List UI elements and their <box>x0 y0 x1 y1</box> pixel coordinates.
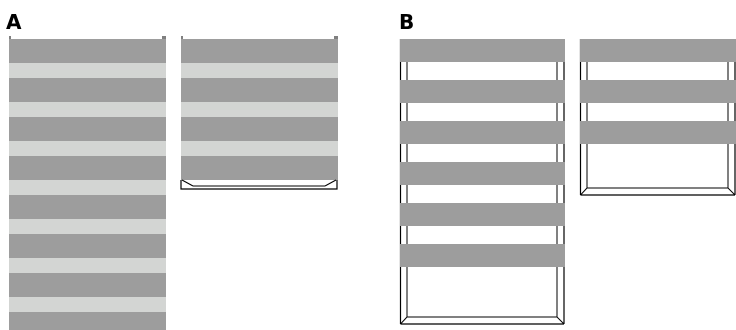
blind-a1-slat <box>9 117 166 141</box>
blind-a2-slat <box>181 156 338 180</box>
blind-a1-slat <box>9 273 166 297</box>
blind-b1-corner-right <box>556 316 565 325</box>
blind-b1-slat <box>400 162 565 185</box>
blind-b1-slat <box>400 203 565 226</box>
blind-a2-frame-bevel-right <box>324 179 337 187</box>
blind-b2-slat <box>580 80 736 103</box>
blind-b2-slat <box>580 39 736 62</box>
blind-b2-slat <box>580 121 736 144</box>
blind-a1-slat <box>9 234 166 258</box>
blind-b1-slat <box>400 244 565 267</box>
blind-a1-slat <box>9 195 166 219</box>
blind-b1-slat <box>400 39 565 62</box>
panel-label-a: A <box>6 10 22 34</box>
blind-a1-slat <box>9 156 166 180</box>
blind-b1-corner-left <box>400 316 408 325</box>
blind-a1-slat <box>9 312 166 330</box>
panel-label-b: B <box>399 10 415 34</box>
blind-b1-slat <box>400 80 565 103</box>
blind-a2-slat <box>181 39 338 63</box>
blind-b2-corner-left <box>580 187 588 196</box>
blind-b2-corner-right <box>727 187 736 196</box>
blind-a2-frame-bevel-left <box>181 179 194 187</box>
blind-a2-frame <box>180 180 338 190</box>
blind-a2-slat <box>181 78 338 102</box>
blind-a1-slat <box>9 39 166 63</box>
blind-a2-slat <box>181 117 338 141</box>
blind-a1-slat <box>9 78 166 102</box>
blind-b1-slat <box>400 121 565 144</box>
